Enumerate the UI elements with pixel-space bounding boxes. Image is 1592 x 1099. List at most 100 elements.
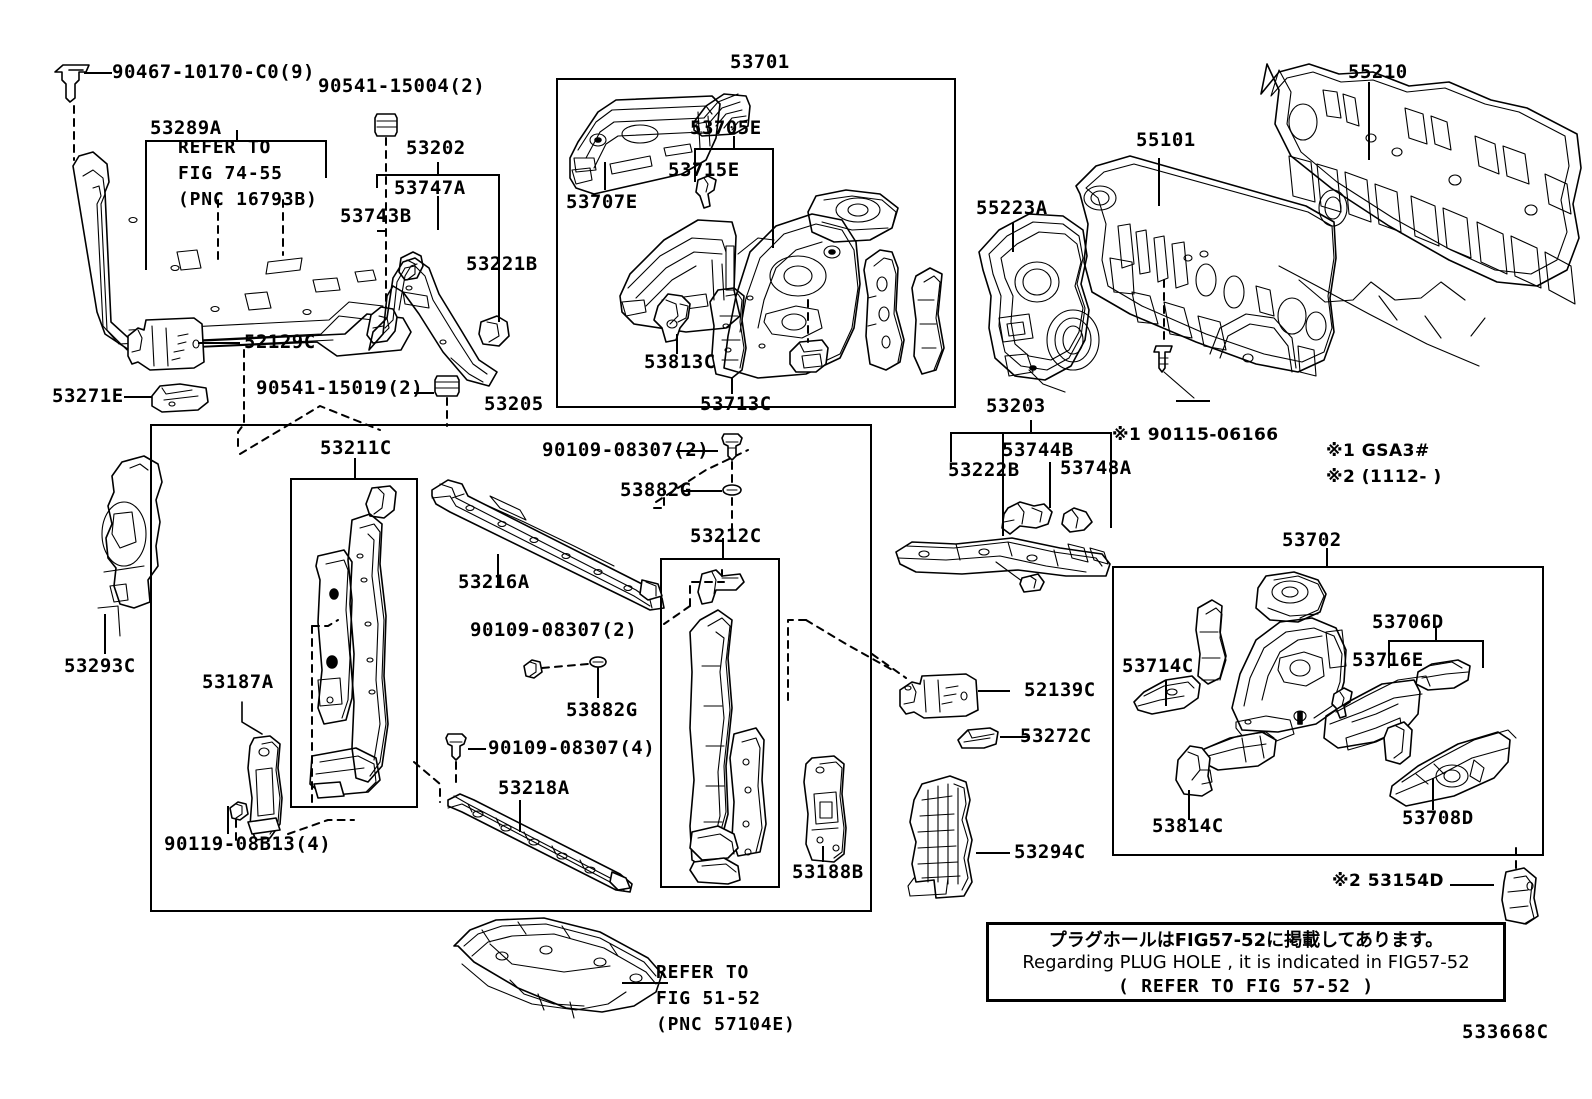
- leader-55210: [1368, 82, 1370, 160]
- art-55223A-insulator: [978, 213, 1100, 393]
- bracket-53289A-left: [145, 140, 147, 270]
- art-bolt-90115-06166: [1153, 279, 1195, 399]
- art-dashed-52129C-to-53205: [237, 349, 381, 455]
- plug-hole-note-ref: ( REFER TO FIG 57-52 ): [1117, 976, 1374, 998]
- label-53222B: 53222B: [948, 459, 1020, 481]
- label-53744B: 53744B: [1002, 439, 1074, 461]
- art-53212C-dashed-left: [663, 569, 725, 625]
- refer-7455-line2: FIG 74-55: [178, 163, 283, 185]
- art-53212C-group: [689, 569, 767, 885]
- bracket-53706D-top: [1388, 640, 1484, 642]
- art-53813C-bracket: [653, 293, 691, 343]
- label-53188B: 53188B: [792, 861, 864, 883]
- refer-7455-line1: REFER TO: [178, 137, 272, 158]
- label-53716E: 53716E: [1352, 649, 1424, 671]
- label-bolt-90109-08307-4: 90109-08307(4): [488, 737, 656, 759]
- label-53882G-b: 53882G: [566, 699, 638, 721]
- leader-53216A: [497, 554, 499, 586]
- bracket-53203-left: [950, 432, 952, 462]
- leader-53743B: [377, 230, 387, 232]
- art-52139C-dash-in: [871, 653, 907, 679]
- art-53216A-dashes: [653, 445, 749, 509]
- leader-53293C: [104, 614, 106, 654]
- art-53705E-part: [693, 93, 751, 137]
- leader-90109-four: [468, 748, 486, 750]
- label-53218A: 53218A: [498, 777, 570, 799]
- label-bolt-90541-15004: 90541-15004(2): [318, 75, 486, 97]
- bracket-53203-stem: [1030, 420, 1032, 433]
- label-52129C: 52129C: [244, 331, 316, 353]
- leader-55101: [1158, 158, 1160, 206]
- label-53701: 53701: [730, 51, 790, 73]
- bracket-53705E-right: [772, 148, 774, 248]
- refer-5152-line3: (PNC 57104E): [656, 1014, 796, 1036]
- label-53154D: ※2 53154D: [1332, 871, 1445, 891]
- bracket-53202-right: [498, 174, 500, 322]
- leader-53882G-mid: [597, 672, 599, 698]
- label-53748A: 53748A: [1060, 457, 1132, 479]
- plug-hole-note-en: Regarding PLUG HOLE , it is indicated in…: [1022, 952, 1470, 974]
- label-bolt-90467: 90467-10170-C0(9): [112, 61, 315, 83]
- art-53216A-crossmember: [431, 479, 665, 611]
- art-53713C-member: [709, 287, 747, 379]
- art-53293C-cover: [97, 455, 163, 637]
- art-53294C-shield: [907, 775, 973, 899]
- leader-53714C: [1165, 680, 1167, 706]
- leader-53218A: [519, 800, 521, 832]
- leader-53271E: [124, 396, 152, 398]
- plug-hole-note-jp: プラグホールはFIG57-52に掲載してあります。: [1048, 930, 1444, 951]
- group-box-53211C: [290, 478, 418, 808]
- footnote-1: ※1 GSA3#: [1326, 441, 1430, 461]
- art-53211C-dashed-brace: [311, 619, 339, 805]
- art-53211C-apron: [309, 485, 397, 799]
- leader-53154D: [1450, 884, 1494, 886]
- refer-5152-line2: FIG 51-52: [656, 988, 761, 1010]
- bracket-53203-top: [950, 432, 1112, 434]
- label-refer-fig7455: REFER TO FIG 74-55 (PNC 16793B): [178, 135, 318, 213]
- art-53187A-hinge: [229, 735, 283, 843]
- label-53203: 53203: [986, 395, 1046, 417]
- art-53272C-part: [957, 727, 999, 749]
- art-53187A-dash-to-box: [287, 819, 355, 835]
- leader-55223A: [1012, 222, 1014, 252]
- art-53271E-bracket: [151, 383, 209, 413]
- leader-53212C: [722, 538, 724, 558]
- label-53715E: 53715E: [668, 159, 740, 181]
- bracket-53705E-stem: [733, 136, 735, 149]
- art-lower-crossmember: [453, 917, 663, 1019]
- label-53707E: 53707E: [566, 191, 638, 213]
- art-53715E-clip: [695, 175, 717, 209]
- art-53202-group: [366, 113, 510, 387]
- label-53272C: 53272C: [1020, 725, 1092, 747]
- label-53813C: 53813C: [644, 351, 716, 373]
- refer-5152-line1: REFER TO: [656, 962, 750, 983]
- leader-53188B: [822, 846, 824, 862]
- label-53221B: 53221B: [466, 253, 538, 275]
- leader-90541-15019: [414, 392, 434, 394]
- art-55210-insulator: [1260, 63, 1582, 367]
- label-55101: 55101: [1136, 129, 1196, 151]
- group-box-53205: [150, 424, 872, 912]
- art-52139C-bracket: [899, 673, 979, 719]
- label-53289A: 53289A: [150, 117, 222, 139]
- label-53705E: 53705E: [690, 117, 762, 139]
- label-bolt-90115-06166: ※1 90115-06166: [1112, 425, 1279, 445]
- label-53747A: 53747A: [394, 177, 466, 199]
- art-bolt-90109-top: [721, 433, 743, 539]
- art-53702-assembly: [1133, 571, 1517, 807]
- leader-90467: [84, 72, 112, 74]
- plug-hole-note-box: プラグホールはFIG57-52に掲載してあります。 Regarding PLUG…: [986, 922, 1506, 1002]
- label-53202: 53202: [406, 137, 466, 159]
- bracket-53706D-stem: [1435, 628, 1437, 641]
- label-53882G-a: 53882G: [620, 479, 692, 501]
- bracket-53202-top: [376, 174, 500, 176]
- leader-53813C: [676, 334, 678, 354]
- label-bolt-90541-15019: 90541-15019(2): [256, 377, 424, 399]
- label-53211C: 53211C: [320, 437, 392, 459]
- label-55223A: 55223A: [976, 197, 1048, 219]
- label-53706D: 53706D: [1372, 611, 1444, 633]
- leader-53747A: [437, 196, 439, 230]
- art-53707E-apron-upper: [569, 95, 721, 195]
- bracket-53202-left: [376, 174, 378, 188]
